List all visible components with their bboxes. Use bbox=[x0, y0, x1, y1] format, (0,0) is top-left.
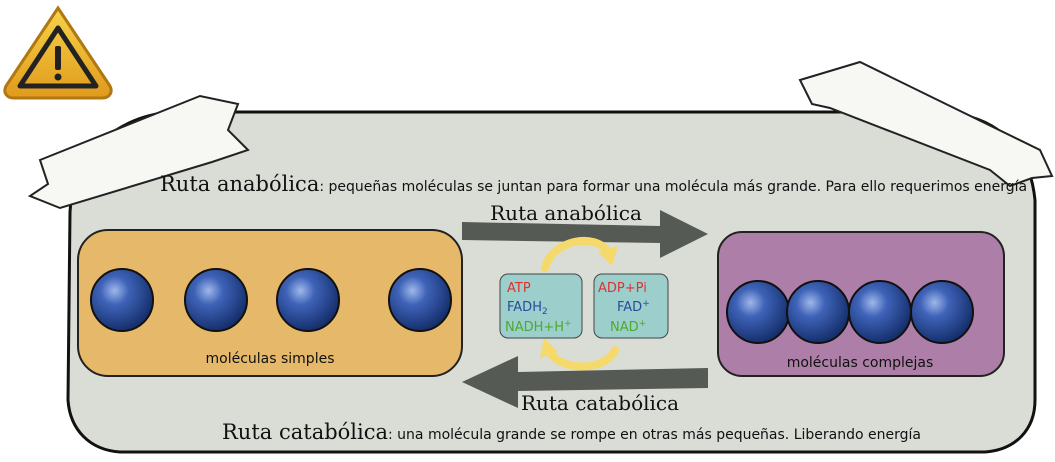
adp-label: ADP+Pi bbox=[598, 281, 647, 296]
catabolic-title: Ruta catabólica bbox=[222, 420, 388, 444]
cycle-arrowhead-icon bbox=[540, 338, 558, 358]
molecule bbox=[910, 280, 974, 344]
catabolic-arrow-icon bbox=[462, 356, 708, 408]
molecule bbox=[276, 268, 340, 332]
simple-molecules bbox=[90, 268, 452, 332]
anabolic-definition: Ruta anabólica: pequeñas moléculas se ju… bbox=[160, 172, 1027, 196]
warning-triangle-icon bbox=[3, 5, 113, 100]
fadh2-label: FADH2 bbox=[507, 300, 548, 317]
energy-carriers-charged-box bbox=[499, 273, 583, 339]
molecule bbox=[726, 280, 790, 344]
tape-strip-right-icon bbox=[798, 60, 1054, 188]
complex-molecules-label: moléculas complejas bbox=[787, 355, 934, 371]
atp-label: ATP bbox=[507, 281, 531, 296]
simple-molecules-box bbox=[77, 229, 463, 377]
anabolic-description: : pequeñas moléculas se juntan para form… bbox=[319, 179, 1027, 195]
molecule bbox=[184, 268, 248, 332]
cycle-arrowhead-icon bbox=[598, 246, 618, 266]
molecule bbox=[90, 268, 154, 332]
anabolic-title: Ruta anabólica bbox=[160, 172, 319, 196]
anabolic-arrow-icon bbox=[462, 210, 708, 258]
energy-carriers-discharged-box bbox=[593, 273, 669, 339]
energy-cycle-icon bbox=[541, 236, 619, 371]
catabolic-description: : una molécula grande se rompe en otras … bbox=[388, 427, 921, 443]
tape-strip-left-icon bbox=[27, 94, 250, 210]
nadh-label: NADH+H+ bbox=[505, 319, 572, 335]
complex-molecule bbox=[726, 280, 974, 344]
fad-label: FAD+ bbox=[617, 299, 650, 315]
catabolic-definition: Ruta catabólica: una molécula grande se … bbox=[222, 420, 921, 444]
simple-molecules-label: moléculas simples bbox=[206, 351, 335, 367]
nad-label: NAD+ bbox=[610, 319, 646, 335]
catabolic-arrow-label: Ruta catabólica bbox=[521, 391, 679, 415]
anabolic-arrow-label: Ruta anabólica bbox=[490, 201, 642, 225]
molecule bbox=[388, 268, 452, 332]
molecule bbox=[786, 280, 850, 344]
molecule bbox=[848, 280, 912, 344]
